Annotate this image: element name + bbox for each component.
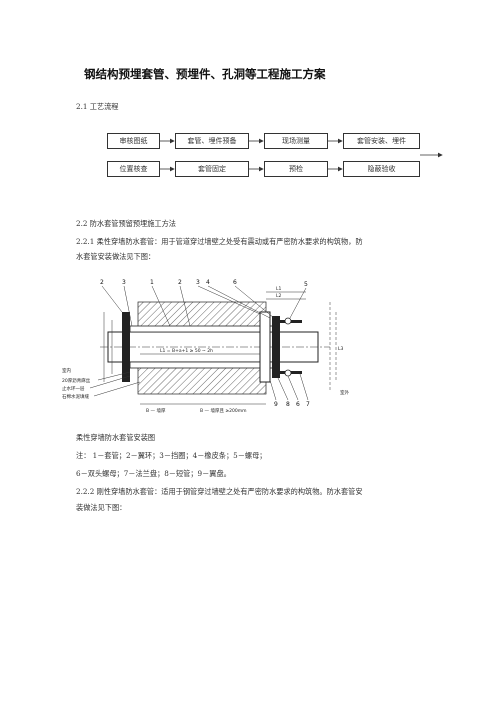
callout-top: 3 xyxy=(196,279,200,286)
callout-top: 2 xyxy=(178,279,182,286)
label-outdoor: 室外 xyxy=(340,389,349,396)
flow-step-install-sleeves: 套管安装、埋件 xyxy=(343,133,420,149)
note-line-2: 6－双头螺母；7－法兰盘；8－短管；9－翼盘。 xyxy=(76,469,231,478)
flange-plate xyxy=(272,316,280,378)
callouts-top: 2 3 1 2 3 4 6 5 xyxy=(100,279,308,327)
sleeve-bottom xyxy=(129,361,276,369)
flow-step-pre-inspection: 预检 xyxy=(264,161,328,177)
dim-label-bottom-right: B — 墙厚且 ≥200mm xyxy=(200,407,247,414)
dim-label-l1: L1 xyxy=(276,286,282,292)
dim-label-bottom-left: B — 墙厚 xyxy=(146,407,166,414)
section-heading-2-1: 2.1 工艺流程 xyxy=(76,102,119,111)
flexible-waterproof-sleeve-drawing: L1 L2 L3 L1 = B+a+1 ≥ 50 ~ 2h B — 墙厚 B —… xyxy=(62,279,349,414)
callout-top: 1 xyxy=(150,279,154,286)
paragraph-2-2-2-line1: 2.2.2 刚性穿墙防水套管：适用于钢管穿过墙壁之处有严密防水要求的构筑物。防水… xyxy=(76,487,363,496)
sleeve-top xyxy=(129,325,276,333)
page-title: 钢结构预埋套管、预埋件、孔洞等工程施工方案 xyxy=(84,67,326,81)
paragraph-2-2-1-line1: 2.2.1 柔性穿墙防水套管：用于管道穿过墙壁之处受有震动或有严密防水要求的构筑… xyxy=(76,237,363,246)
dim-label-l3: L3 xyxy=(338,346,344,352)
label-indoor: 室内 xyxy=(62,367,71,374)
callout-bottom: 8 xyxy=(286,401,290,408)
dim-label-l2: L2 xyxy=(276,293,282,299)
nut-bottom xyxy=(284,369,292,377)
callout-top: 5 xyxy=(304,281,308,288)
nut-top xyxy=(284,317,292,325)
flow-step-site-survey: 现场测量 xyxy=(264,133,328,149)
label-waterstop: 止水环一层 xyxy=(62,385,85,392)
dim-label-center: L1 = B+a+1 ≥ 50 ~ 2h xyxy=(160,348,213,354)
label-asphalt: 20厚沥青麻丝 xyxy=(62,377,91,384)
callouts-bottom: 9 8 6 7 xyxy=(269,373,310,408)
paragraph-2-2-1-line2: 水套管安装做法见下图： xyxy=(76,252,156,261)
callout-top: 4 xyxy=(206,279,210,286)
figure-caption: 柔性穿墙防水套管安装图 xyxy=(76,433,156,442)
callout-top: 3 xyxy=(122,279,126,286)
flow-arrows xyxy=(160,138,443,172)
flow-step-fix-sleeves: 套管固定 xyxy=(175,161,249,177)
label-asbestos: 石棉水泥填缝 xyxy=(62,393,89,400)
note-line-1: 注： 1－套管；2－翼环；3－挡圈；4－橡皮条；5－螺母； xyxy=(76,451,267,460)
callout-bottom: 7 xyxy=(306,401,310,408)
callout-bottom: 9 xyxy=(274,401,278,408)
flange-right xyxy=(259,311,271,383)
flow-step-concealed-acceptance: 隐蔽验收 xyxy=(343,161,420,177)
flow-step-prepare-sleeves: 套管、埋件预备 xyxy=(175,133,249,149)
callout-bottom: 6 xyxy=(296,401,300,408)
paragraph-2-2-2-line2: 装做法见下图： xyxy=(76,503,127,512)
callout-top: 2 xyxy=(100,279,104,286)
callout-top: 6 xyxy=(233,279,237,286)
flange-left xyxy=(122,312,130,382)
flow-step-position-check: 位置核查 xyxy=(107,161,160,177)
section-heading-2-2: 2.2 防水套管预留预埋施工方法 xyxy=(76,219,176,228)
flow-step-review-drawings: 审核图纸 xyxy=(107,133,160,149)
